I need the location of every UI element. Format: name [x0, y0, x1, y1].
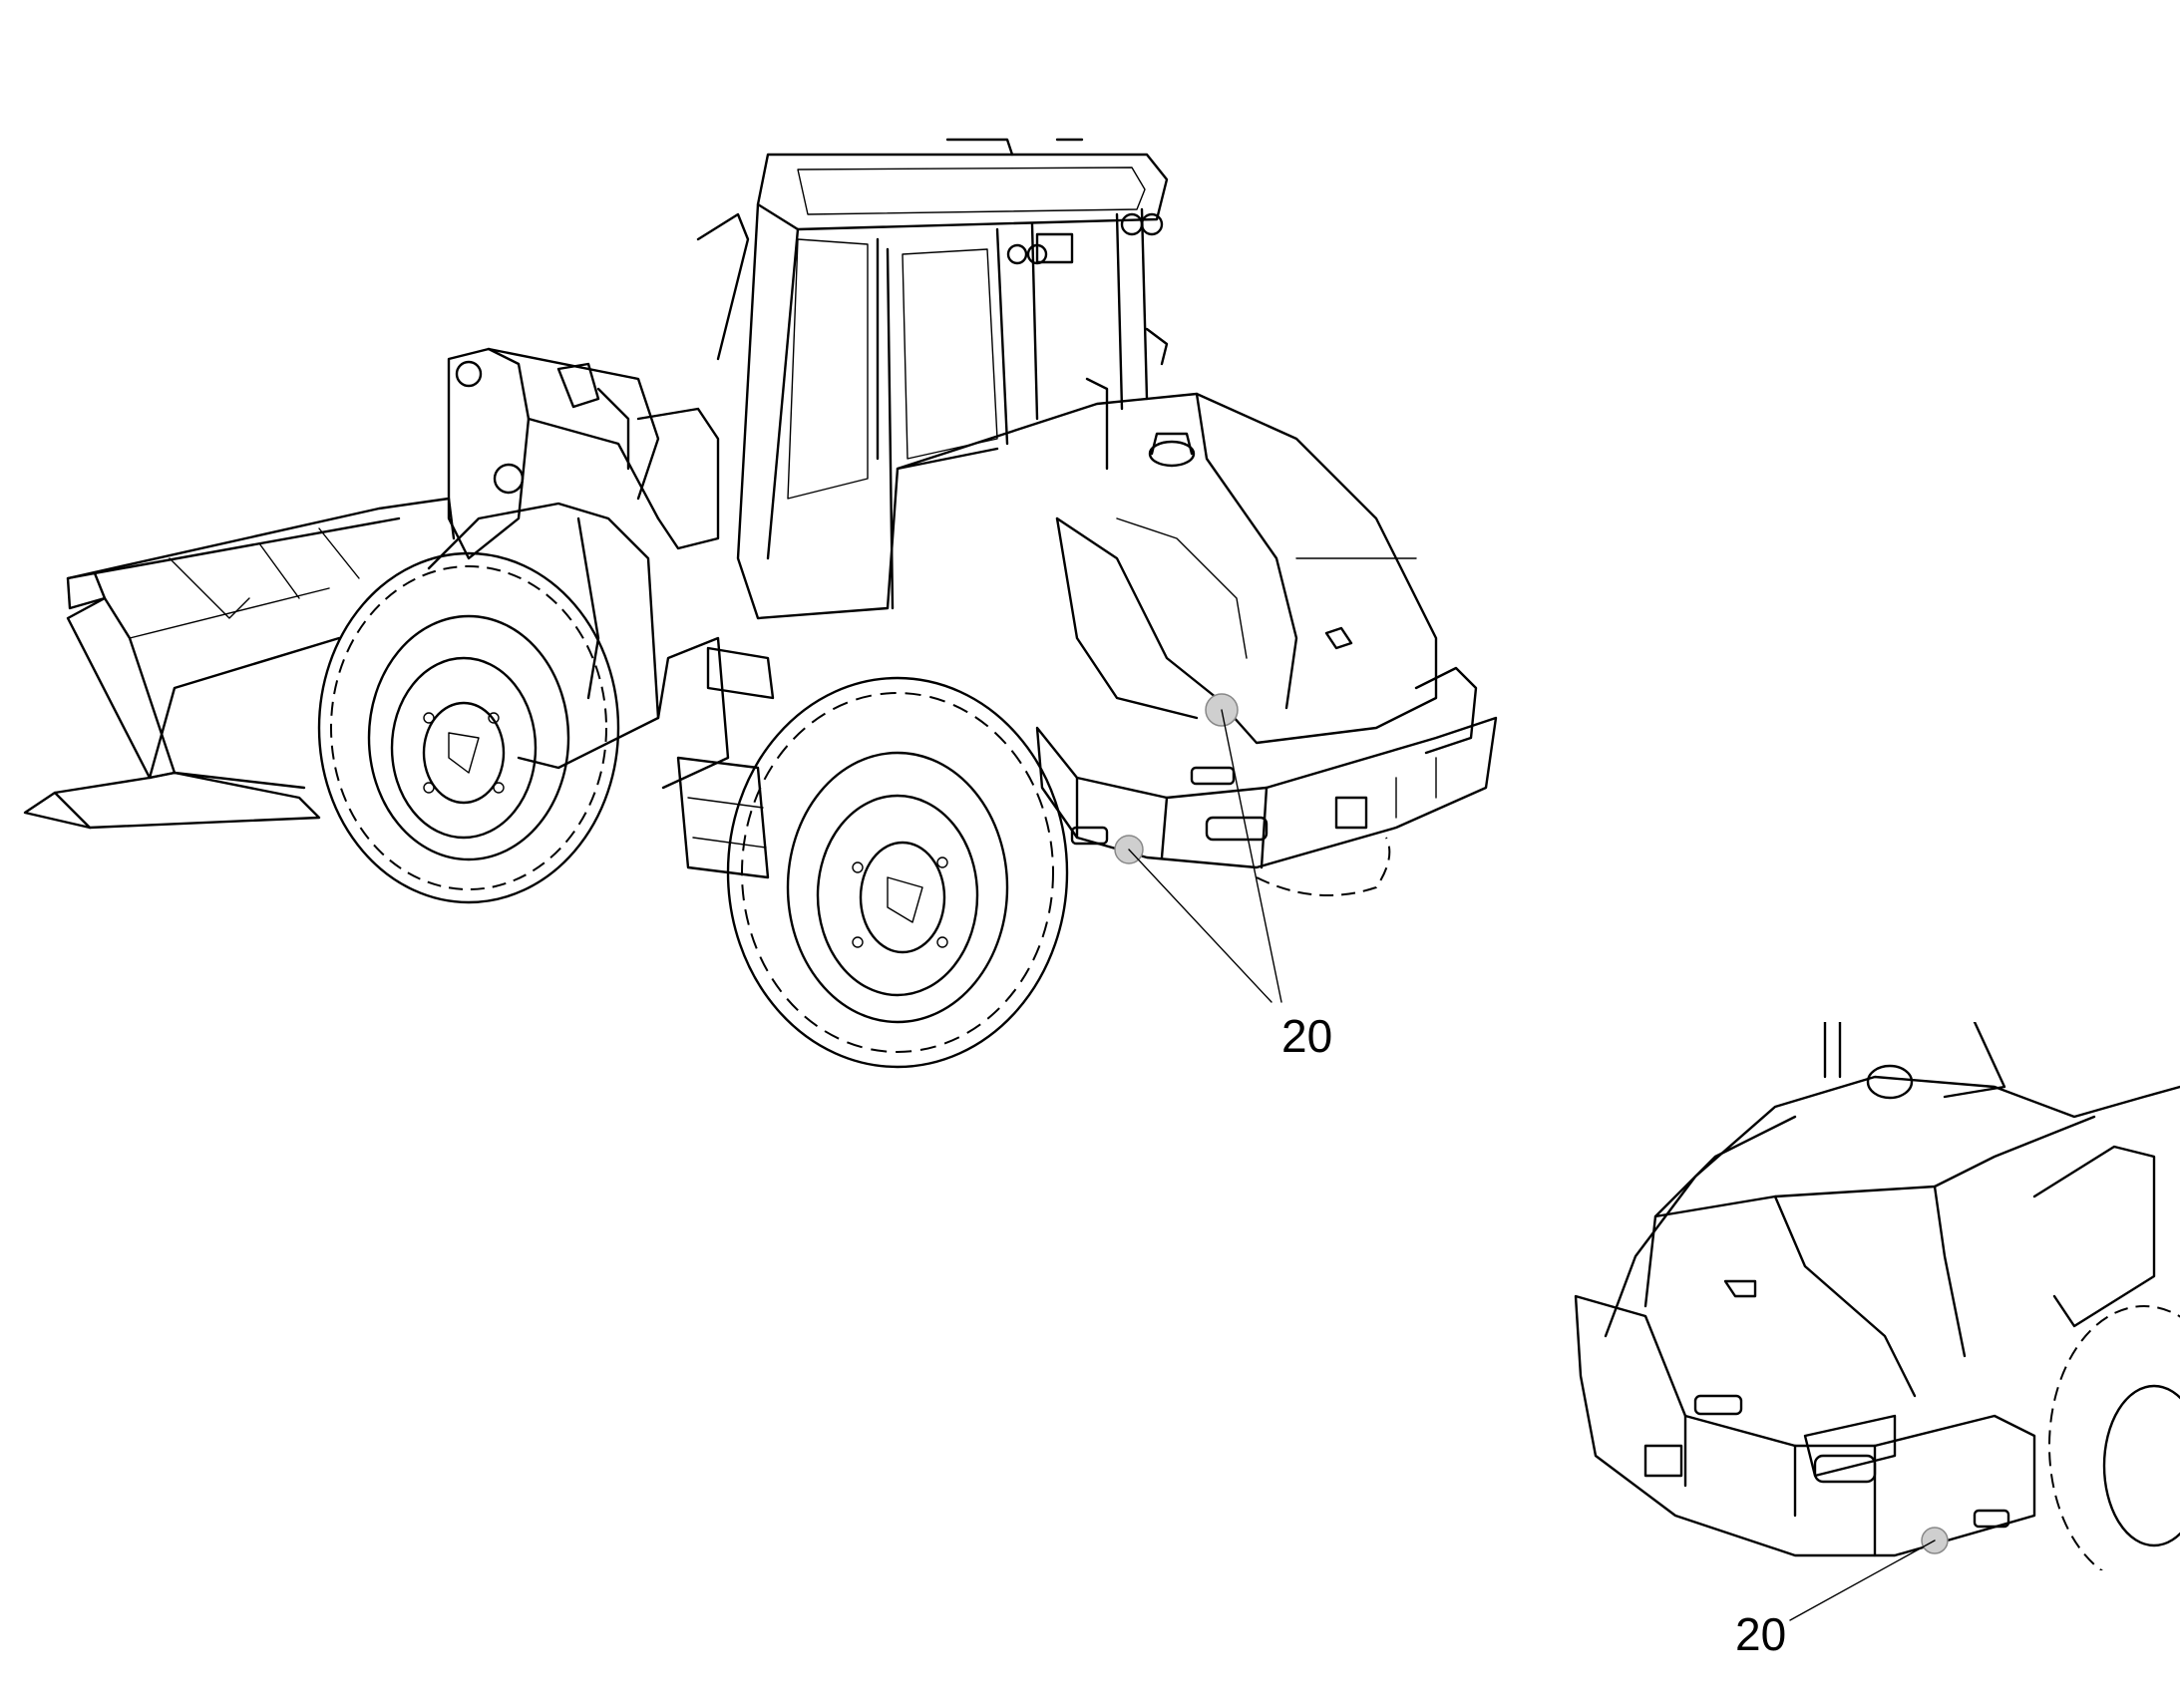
rear-detail-view: 20: [1574, 1022, 2180, 1660]
leader-line-detail: [1789, 1539, 1936, 1621]
callout-label-detail: 20: [1735, 1608, 1786, 1660]
front-wheel: [317, 551, 620, 904]
engine-hood: [896, 392, 1478, 755]
rear-counterweight: [1035, 693, 1498, 869]
bucket: [23, 497, 456, 830]
operator-cab: [696, 138, 1169, 620]
lift-arm: [447, 347, 660, 560]
leader-lines-main: [1128, 709, 1282, 1003]
callout-label-main: 20: [1281, 1010, 1332, 1062]
leader-line-upper: [1221, 709, 1282, 1003]
wheel-loader-main-view: 20: [23, 138, 1498, 1069]
far-rear-wheel: [1256, 837, 1391, 896]
rear-wheel: [726, 676, 1069, 1069]
leader-line-lower: [1128, 849, 1272, 1003]
front-frame: [427, 407, 730, 790]
